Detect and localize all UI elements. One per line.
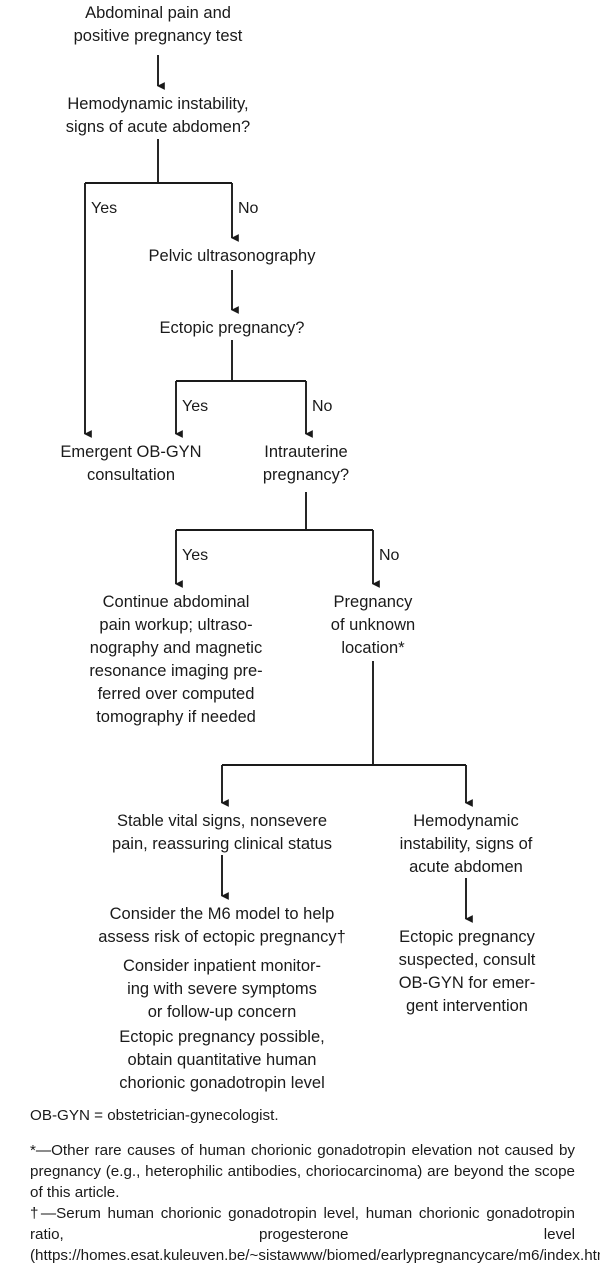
node-obtain-hcg: Ectopic pregnancy possible, obtain quant… [119,1028,325,1092]
node-hemodynamic-question: Hemodynamic instability, signs of acute … [65,95,251,136]
node-inpatient-monitoring: Consider inpatient monitor- ing with sev… [122,957,322,1021]
edge-label-intrauterine-yes: Yes [182,547,209,564]
node-continue-workup: Continue abdominal pain workup; ultraso-… [89,593,263,726]
node-start: Abdominal pain and positive pregnancy te… [73,4,243,45]
edge-label-hemodynamic-yes: Yes [91,200,118,217]
footnote-dagger: †—Serum human chorionic gonadotropin lev… [30,1205,600,1264]
footnote-abbreviation: OB-GYN = obstetrician-gynecologist. [30,1107,279,1124]
footnotes-block: OB-GYN = obstetrician-gynecologist. *—Ot… [30,1105,600,1266]
footnote-star: *—Other rare causes of human chorionic g… [30,1142,575,1201]
node-ectopic-pregnancy-question: Ectopic pregnancy? [159,319,305,337]
node-intrauterine-pregnancy-question: Intrauterine pregnancy? [262,443,350,484]
node-m6-model: Consider the M6 model to help assess ris… [98,905,346,946]
node-emergent-obgyn-consultation: Emergent OB-GYN consultation [60,443,202,484]
edge-label-intrauterine-no: No [379,547,400,564]
node-hemodynamic-instability: Hemodynamic instability, signs of acute … [399,812,533,876]
node-ectopic-suspected: Ectopic pregnancy suspected, consult OB-… [398,928,536,1015]
node-pregnancy-unknown-location: Pregnancy of unknown location* [330,593,416,657]
edge-label-hemodynamic-no: No [238,200,259,217]
edge-label-ectopic-no: No [312,398,333,415]
node-stable-vital-signs: Stable vital signs, nonsevere pain, reas… [111,812,333,853]
node-pelvic-ultrasonography: Pelvic ultrasonography [148,247,316,265]
edge-label-ectopic-yes: Yes [182,398,209,415]
